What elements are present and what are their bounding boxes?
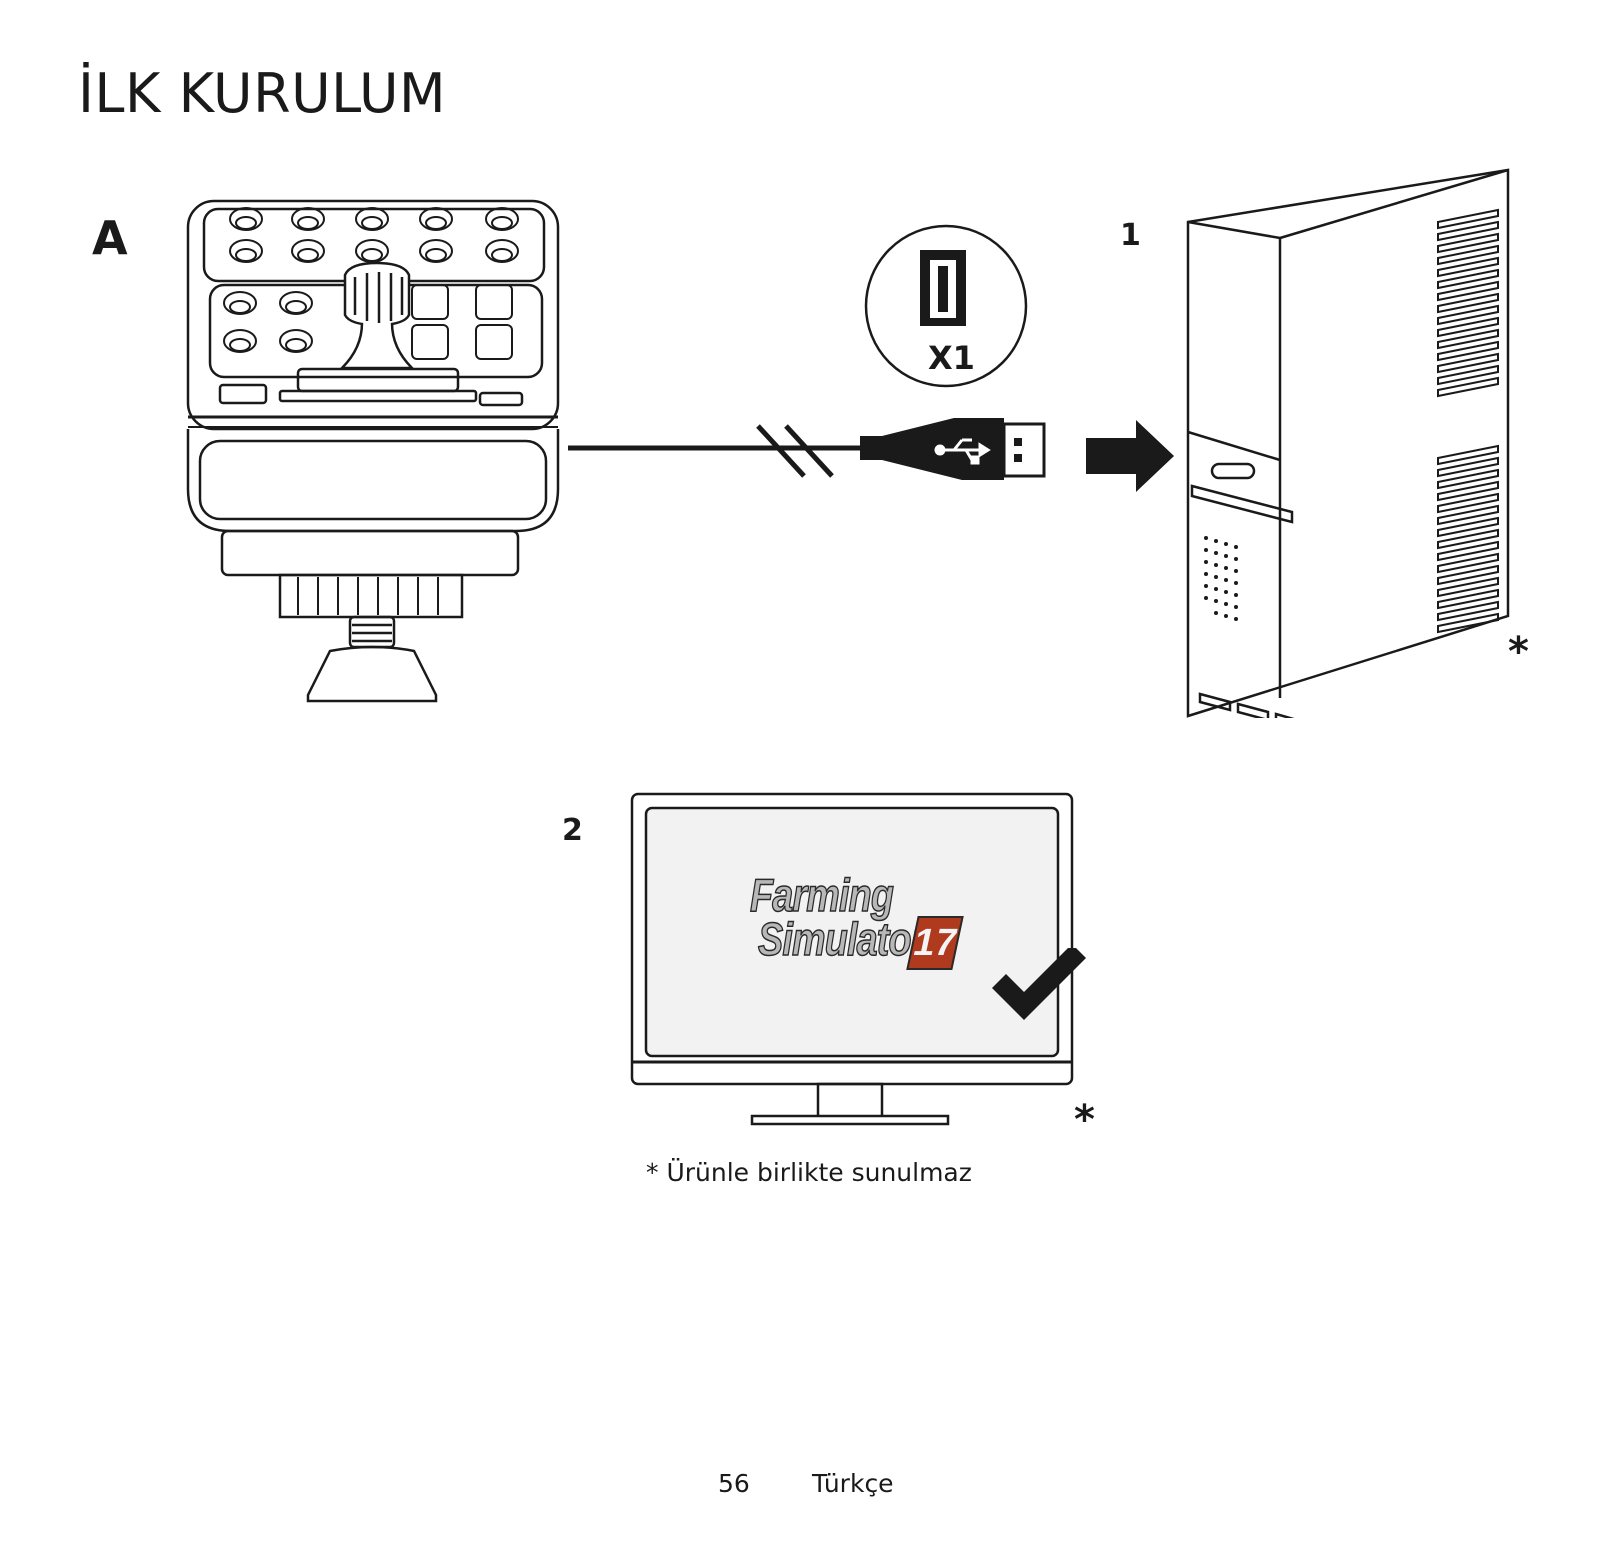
step-number-2: 2 (562, 813, 583, 848)
arrow-right-icon (1086, 420, 1174, 492)
usb-connector-icon (568, 418, 1046, 480)
page-number: 56 (718, 1469, 750, 1498)
joystick-panel-icon (186, 199, 560, 703)
usb-port-icon (864, 224, 1028, 388)
step-letter-a: A (92, 211, 128, 265)
checkmark-icon (992, 948, 1086, 1020)
game-logo-line1: Farming (749, 869, 894, 921)
step-number-1: 1 (1120, 218, 1141, 253)
page-title: İLK KURULUM (78, 62, 447, 125)
asterisk-pc: * (1508, 629, 1529, 675)
pc-tower-icon (1186, 168, 1510, 718)
monitor-icon (630, 792, 1074, 1126)
pc-vents-top (1437, 208, 1499, 634)
game-logo-number: 17 (906, 916, 964, 970)
game-logo: Farming Simulator 17 (742, 869, 972, 982)
usb-symbol-icon (934, 438, 991, 465)
pc-speaker-grille (1204, 536, 1238, 621)
footnote: * Ürünle birlikte sunulmaz (646, 1158, 972, 1187)
language-label: Türkçe (812, 1469, 894, 1498)
game-logo-line2: Simulator (757, 913, 926, 965)
asterisk-monitor: * (1074, 1097, 1095, 1143)
usb-port-count: X1 (928, 339, 975, 377)
